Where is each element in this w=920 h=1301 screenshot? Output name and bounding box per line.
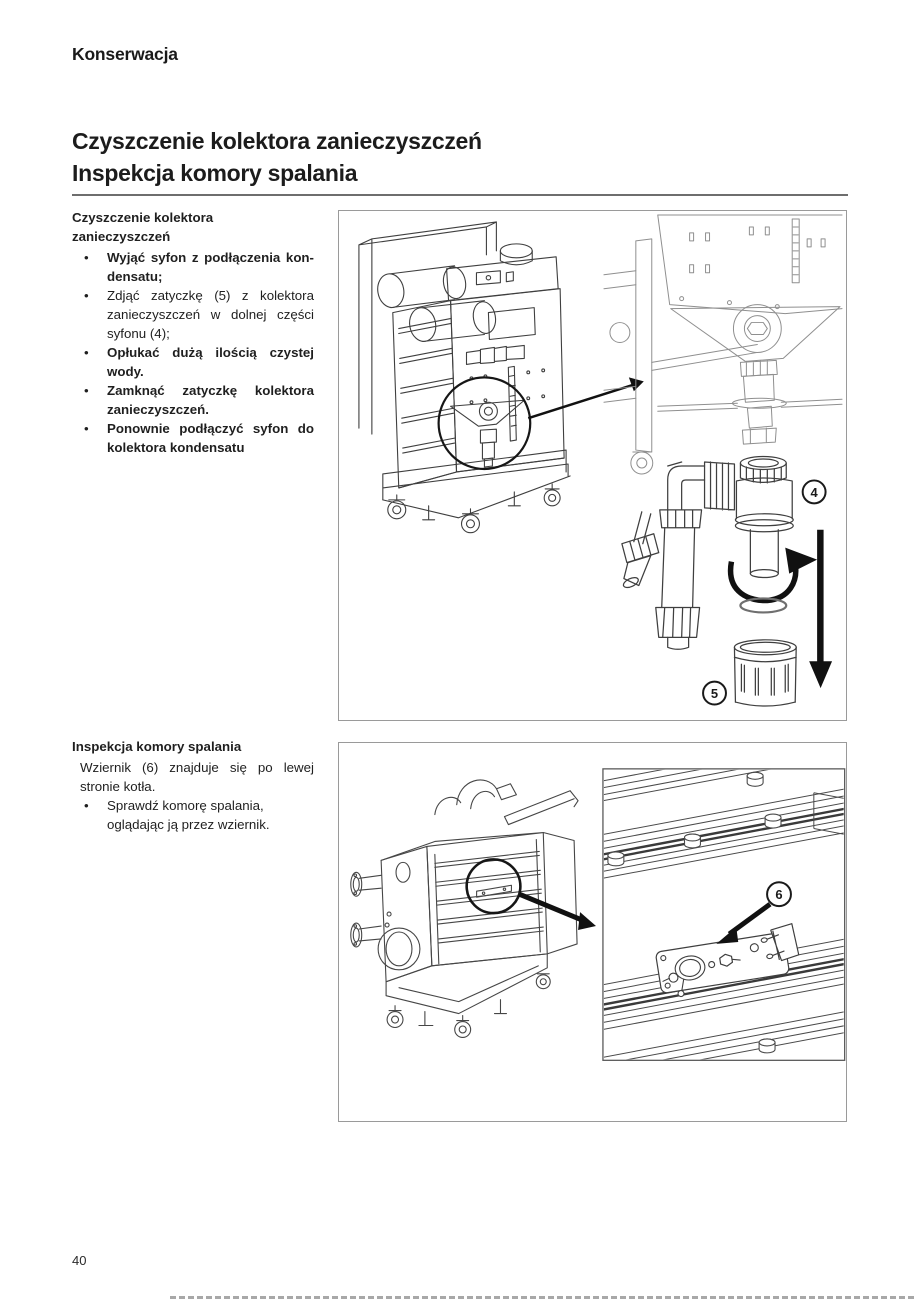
trap-detail-drawing [603,214,843,475]
list-item: Wyjąć syfon z podłączenia kon-densatu; [72,248,314,286]
svg-text:6: 6 [775,887,782,902]
list-item: Ponownie podłączyć syfon do kolektora ko… [72,419,314,457]
zoom-arrow [527,377,644,420]
down-arrow [809,529,833,689]
figure-condensate-trap: 4 5 [338,210,847,721]
rail-nuts [607,771,782,1054]
section-paragraph: Wziernik (6) znajduje się po lewej stron… [80,760,314,794]
next-page-edge [170,1296,914,1299]
figure-sight-glass: 6 [338,742,847,1122]
list-item: Sprawdź komorę spalania, oglądając ją pr… [72,796,314,834]
title-divider [72,194,848,196]
svg-text:4: 4 [811,485,819,500]
callout-4: 4 [801,479,827,505]
callout-arrow [716,902,772,944]
list-item: Zdjąć zatyczkę (5) z kolektora zanieczys… [72,286,314,343]
page-title-line2: Inspekcja komory spalania [72,160,358,186]
section-inspection: Inspekcja komory spalania Wziernik (6) z… [72,737,314,834]
page-number: 40 [72,1253,87,1268]
cleaning-steps-list: Wyjąć syfon z podłączenia kon-densatu; Z… [72,248,314,457]
list-item: Zamknąć zatyczkę kolektora zanieczyszcze… [72,381,314,419]
o-ring-drawing [739,597,788,614]
section-cleaning: Czyszczenie kolektora zanieczyszczeń Wyj… [72,208,314,457]
section-heading: Inspekcja komory spalania [72,739,242,754]
sight-glass-detail [602,768,846,1061]
rotate-arrow [727,547,818,604]
panel-corner [813,792,844,835]
sight-glass-illustration: 6 [350,768,846,1061]
trap-cup-drawing [733,639,797,707]
inspection-plate [655,923,800,998]
syphon-assembly-drawing [621,455,794,650]
page-title: Czyszczenie kolektora zanieczyszczeń Ins… [72,125,772,189]
callout-6: 6 [766,881,792,908]
zoom-arrow [518,891,596,931]
boiler-drawing [350,779,579,1038]
boiler-drawing [358,221,571,534]
rails-upper [603,788,844,879]
callout-5: 5 [702,680,727,706]
condensate-trap-illustration: 4 5 [358,214,843,707]
section-heading: Czyszczenie kolektora zanieczyszczeń [72,210,214,244]
list-item: Opłukać dużą ilością czystej wody. [72,343,314,381]
svg-text:5: 5 [711,686,718,701]
zoom-circle [437,376,532,471]
page-title-line1: Czyszczenie kolektora zanieczyszczeń [72,128,482,154]
zoom-circle [465,858,522,915]
inspection-steps-list: Sprawdź komorę spalania, oglądając ją pr… [72,796,314,834]
rails-bottom [603,1011,844,1060]
chapter-header: Konserwacja [72,44,178,64]
